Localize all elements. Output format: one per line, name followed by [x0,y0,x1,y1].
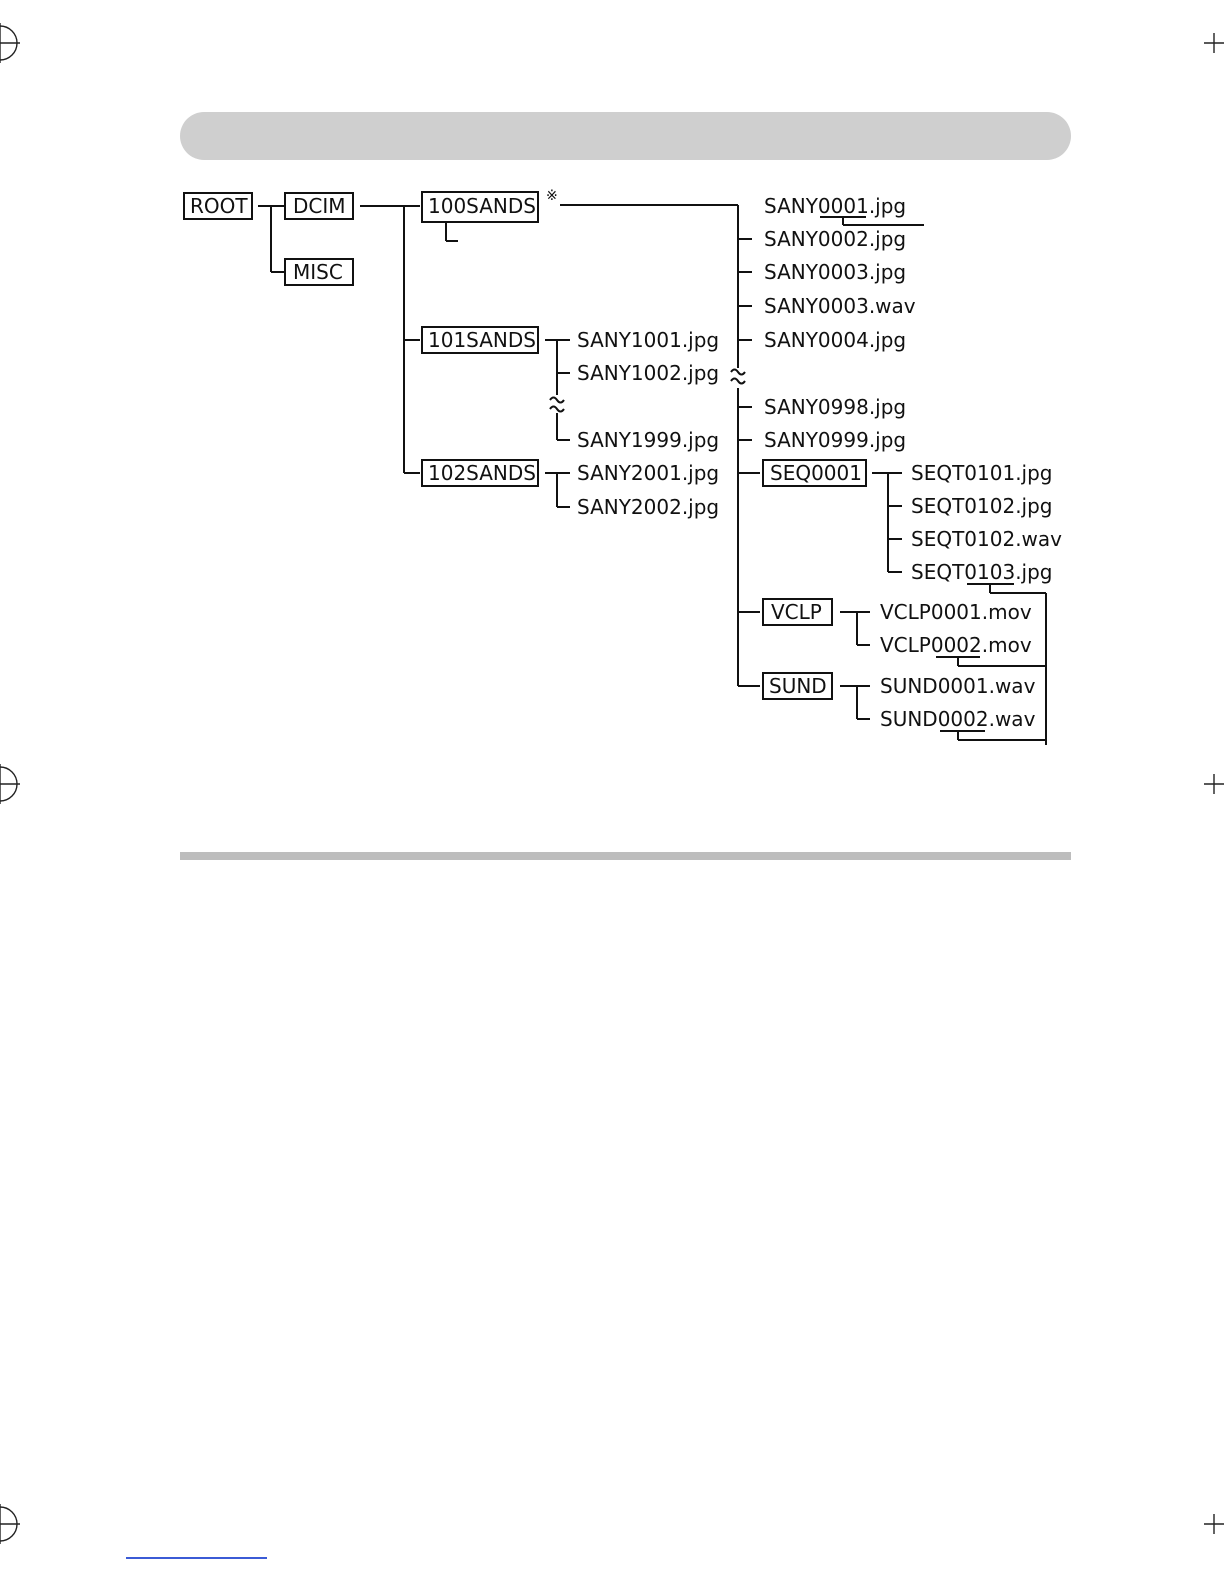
crop-mark-icon [0,1504,20,1544]
folder-100sands-label: 100SANDS [428,194,536,218]
bottom-link-underline[interactable] [126,1557,267,1559]
file-label: SANY2002.jpg [577,495,719,519]
file-label: SANY0999.jpg [764,428,906,452]
folder-vclp-label: VCLP [771,600,822,624]
tree-connectors [258,204,1047,745]
folder-seq0001-label: SEQ0001 [770,461,862,485]
folder-dcim-label: DCIM [293,194,346,218]
file-label: SANY2001.jpg [577,461,719,485]
file-label: SEQT0102.wav [911,527,1062,551]
file-label: SEQT0103.jpg [911,560,1053,584]
file-label: SEQT0101.jpg [911,461,1053,485]
file-label: SANY0001.jpg [764,194,906,218]
file-label: SANY0002.jpg [764,227,906,251]
file-label: SEQT0102.jpg [911,494,1053,518]
folder-boxes [183,191,867,700]
folder-root-label: ROOT [190,194,248,218]
file-label: SANY0003.wav [764,294,916,318]
folder-misc-label: MISC [293,260,343,284]
file-label: SANY0004.jpg [764,328,906,352]
folder-101sands-label: 101SANDS [428,328,536,352]
file-label: SANY1999.jpg [577,428,719,452]
note-mark: ※ [546,188,558,204]
file-label: VCLP0002.mov [880,633,1032,657]
file-label: SUND0001.wav [880,674,1036,698]
crop-mark-icon [1204,1514,1224,1534]
section-divider [180,852,1071,860]
file-label: SANY0003.jpg [764,260,906,284]
file-label: SANY1001.jpg [577,328,719,352]
folder-102sands-label: 102SANDS [428,461,536,485]
folder-tree-diagram: ROOT DCIM MISC 100SANDS ※ 101SANDS 102SA… [183,188,1062,745]
file-label: VCLP0001.mov [880,600,1032,624]
file-label: SUND0002.wav [880,707,1036,731]
section-header-bar [180,112,1071,160]
file-label: SANY0998.jpg [764,395,906,419]
file-label: SANY1002.jpg [577,361,719,385]
folder-sund-label: SUND [769,674,827,698]
